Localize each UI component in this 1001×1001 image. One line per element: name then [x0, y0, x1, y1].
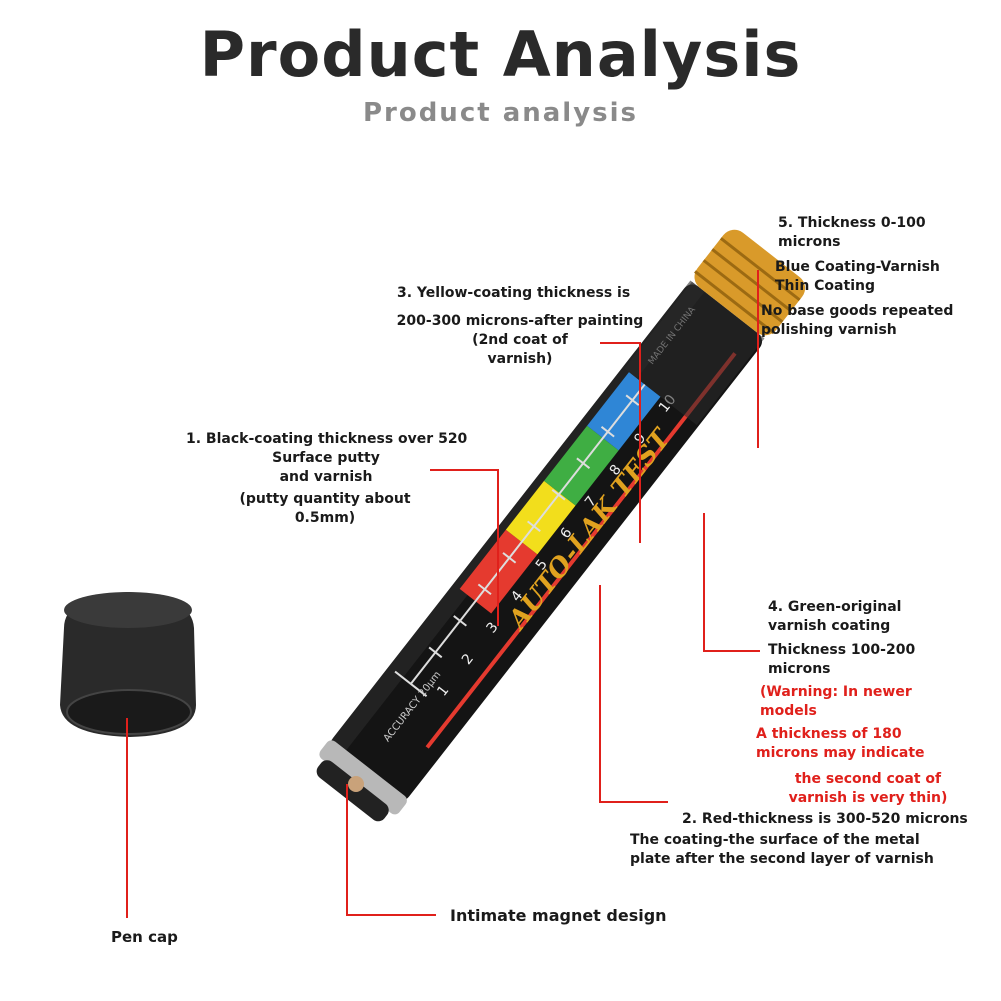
label-red-title: 2. Red-thickness is 300-520 microns — [682, 811, 968, 827]
label-green-warning-detail: A thickness of 180 microns may indicate — [756, 726, 925, 761]
label-black-title: 1. Black-coating thickness over 520 Surf… — [186, 431, 468, 485]
label-black-note: (putty quantity about 0.5mm) — [239, 491, 411, 526]
leader-lines — [126, 270, 760, 918]
label-green-warning-end: the second coat of varnish is very thin) — [788, 771, 948, 806]
label-yellow-description: 200-300 microns-after painting (2nd coat… — [396, 313, 644, 367]
label-blue-note: No base goods repeated polishing varnish — [761, 303, 954, 338]
page-subtitle: Product analysis — [362, 98, 639, 128]
label-blue-thickness: 5. Thickness 0-100 microns — [778, 215, 926, 250]
label-red-description: The coating-the surface of the metal pla… — [630, 832, 934, 867]
label-green-thickness: Thickness 100-200 microns — [768, 642, 916, 677]
label-green-title: 4. Green-original varnish coating — [768, 599, 902, 634]
label-blue-description: Blue Coating-Varnish Thin Coating — [775, 259, 940, 294]
page-title: Product Analysis — [199, 18, 802, 91]
label-green-warning: (Warning: In newer models — [760, 684, 912, 719]
pen-cap — [60, 592, 196, 737]
label-magnet: Intimate magnet design — [450, 906, 667, 925]
label-pen-cap: Pen cap — [111, 928, 178, 946]
label-yellow-title: 3. Yellow-coating thickness is — [397, 285, 631, 301]
